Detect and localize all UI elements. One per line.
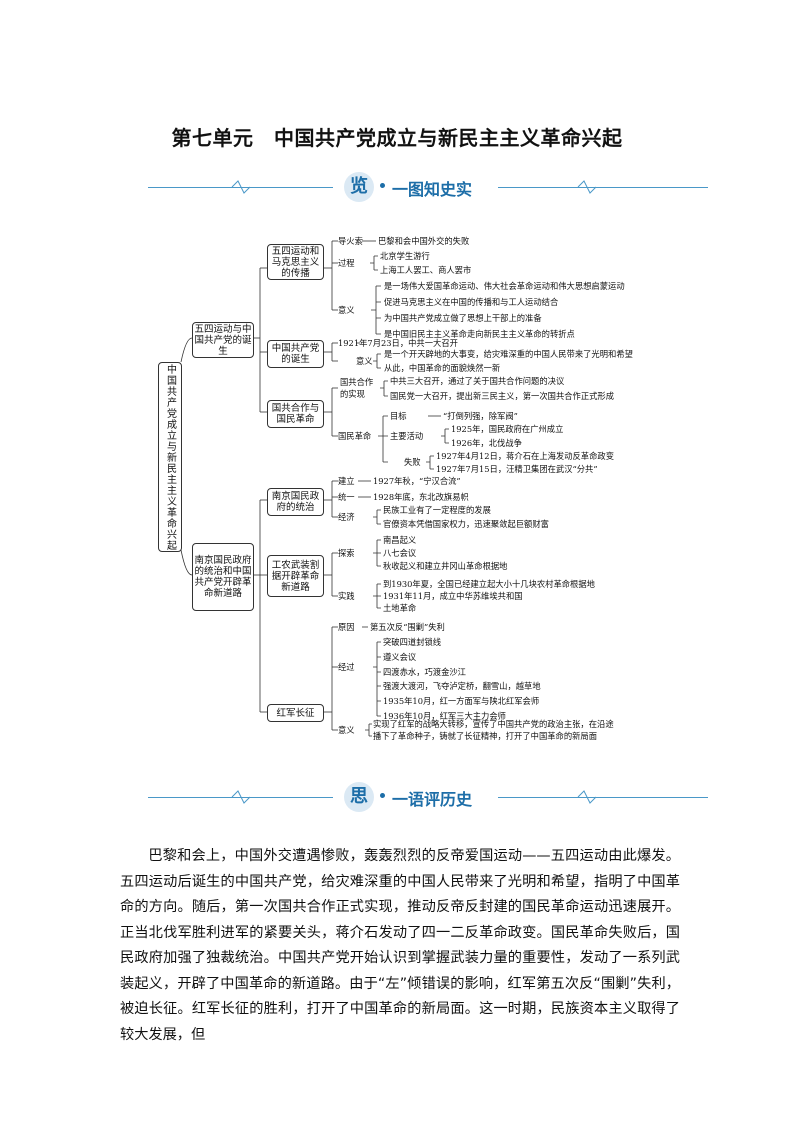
label-activities: 主要活动	[390, 431, 424, 441]
text-sig-2: 促进马克思主义在中国的传播和与工人运动结合	[384, 297, 559, 307]
label-cooperation: 国共合作的实现	[340, 377, 374, 399]
label-practice: 实践	[338, 591, 355, 601]
text-cause: 第五次反“围剿”失利	[370, 622, 445, 632]
subnode-may-fourth-movement: 五四运动和马克思主义的传播	[267, 244, 324, 280]
text-practice-2: 1931年11月，成立中华苏维埃共和国	[383, 591, 523, 601]
text-s2-sig-2: 从此，中国革命的面貌焕然一新	[384, 363, 501, 373]
banner-dot	[380, 183, 385, 188]
text-first-congress: 1921年7月23日，中共一大召开	[338, 338, 458, 348]
root-node: 中国共产党成立与新民主主义革命兴起	[158, 362, 182, 552]
banner-char: 思	[344, 782, 374, 812]
text-failure-2: 1927年7月15日，汪精卫集团在武汉“分共”	[436, 464, 598, 474]
text-sig-3: 为中国共产党成立做了思想上干部上的准备	[384, 313, 542, 323]
subnode-nanjing-rule: 南京国民政府的统治	[267, 488, 324, 516]
text-explore-1: 南昌起义	[383, 535, 417, 545]
label-failure: 失败	[404, 457, 421, 467]
banner-line-right	[498, 797, 708, 798]
banner-char: 览	[344, 172, 374, 202]
banner-line-left	[148, 797, 333, 798]
text-activity-2: 1926年，北伐战争	[451, 438, 522, 448]
banner-line-left	[148, 187, 333, 188]
text-practice-3: 土地革命	[383, 603, 417, 613]
label-unify: 统一	[338, 492, 355, 502]
text-s2-sig-1: 是一个开天辟地的大事变，给灾难深重的中国人民带来了光明和希望	[384, 349, 633, 359]
text-course-6: 1936年10月，红军三大主力会师	[383, 711, 506, 721]
section-banner-overview: 览 一图知史实	[148, 168, 708, 208]
text-course-4: 强渡大渡河，飞夺泸定桥，翻雪山，越草地	[383, 681, 541, 691]
label-national-revolution: 国民革命	[338, 431, 372, 441]
banner-label: 一语评历史	[392, 790, 473, 809]
text-coop-1: 中共三大召开，通过了关于国共合作问题的决议	[390, 376, 565, 386]
text-s6-sig-2: 播下了革命种子，铸就了长征精神，打开了中国革命的新局面	[373, 731, 598, 741]
text-process-1: 北京学生游行	[380, 251, 430, 261]
text-course-1: 突破四道封锁线	[383, 637, 442, 647]
text-economy-2: 官僚资本凭借国家权力，迅速聚敛起巨额财富	[383, 519, 549, 529]
text-coop-2: 国民党一大召开，提出新三民主义，第一次国共合作正式形成	[390, 391, 615, 401]
summary-paragraph: 巴黎和会上，中国外交遭遇惨败，轰轰烈烈的反帝爱国运动——五四运动由此爆发。五四运…	[120, 848, 680, 1043]
label-course: 经过	[338, 662, 355, 672]
text-course-3: 四渡赤水，巧渡金沙江	[383, 667, 466, 677]
label-economy: 经济	[338, 512, 355, 522]
text-explore-2: 八七会议	[383, 548, 417, 558]
text-s6-sig-1: 实现了红军的战略大转移，宣传了中国共产党的政治主张，在沿途	[373, 719, 614, 729]
label-significance: 意义	[338, 305, 355, 315]
text-failure-1: 1927年4月12日，蒋介石在上海发动反革命政变	[436, 451, 614, 461]
label-goal: 目标	[390, 411, 407, 421]
text-establish: 1927年秋，“宁汉合流”	[373, 476, 461, 486]
label-s6-significance: 意义	[338, 725, 355, 735]
banner-label: 一图知史实	[392, 180, 473, 199]
text-sig-1: 是一场伟大爱国革命运动、伟大社会革命运动和伟大思想启蒙运动	[384, 281, 625, 291]
section-banner-reflection: 思 一语评历史	[148, 778, 708, 818]
label-fuse: 导火索	[338, 236, 363, 246]
label-establish: 建立	[338, 476, 355, 486]
text-goal: “打倒列强，除军阀”	[443, 411, 518, 421]
subnode-kmt-ccp-cooperation: 国共合作与国民革命	[267, 400, 324, 428]
label-cause: 原因	[338, 622, 355, 632]
label-explore: 探索	[338, 548, 355, 558]
text-activity-1: 1925年，国民政府在广州成立	[451, 424, 564, 434]
text-unify: 1928年底，东北改旗易帜	[373, 492, 469, 502]
knowledge-map: 中国共产党成立与新民主主义革命兴起 五四运动与中国共产党的诞生 南京国民政府的统…	[150, 230, 710, 750]
subnode-party-founding: 中国共产党的诞生	[267, 340, 324, 368]
branch-node-may-fourth: 五四运动与中国共产党的诞生	[192, 322, 254, 358]
text-sig-4: 是中国旧民主主义革命走向新民主主义革命的转折点	[384, 329, 575, 339]
text-process-2: 上海工人罢工、商人罢市	[380, 265, 472, 275]
text-course-5: 1935年10月，红一方面军与陕北红军会师	[383, 696, 540, 706]
text-explore-3: 秋收起义和建立井冈山革命根据地	[383, 561, 508, 571]
text-economy-1: 民族工业有了一定程度的发展	[383, 505, 491, 515]
branch-node-nanjing: 南京国民政府的统治和中国共产党开辟革命新道路	[192, 543, 254, 611]
banner-dot	[380, 793, 385, 798]
page-title: 第七单元 中国共产党成立与新民主主义革命兴起	[171, 126, 623, 150]
label-s2-significance: 意义	[356, 356, 373, 366]
label-process: 过程	[338, 258, 355, 268]
banner-line-right	[498, 187, 708, 188]
text-fuse: 巴黎和会中国外交的失败	[378, 236, 470, 246]
subnode-armed-base: 工农武装割据开辟革命新道路	[267, 555, 324, 597]
subnode-long-march: 红军长征	[267, 704, 324, 722]
text-practice-1: 到1930年夏，全国已经建立起大小十几块农村革命根据地	[383, 579, 595, 589]
text-course-2: 遵义会议	[383, 652, 417, 662]
